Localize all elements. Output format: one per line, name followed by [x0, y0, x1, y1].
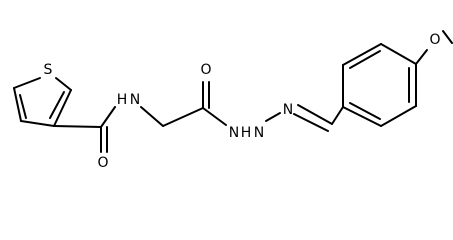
methoxy-group — [415, 30, 453, 65]
amide-group — [53, 106, 204, 153]
imine-double-nitrogen-label: N — [283, 102, 293, 118]
amide-hydrogen-label: H — [117, 92, 128, 108]
thiophene-ring — [13, 77, 72, 127]
bond — [349, 102, 381, 120]
bond — [349, 50, 381, 69]
hydrazide-hydrogen-label: H — [241, 125, 252, 141]
amide-oxygen-label: O — [97, 155, 108, 171]
bond — [53, 89, 72, 127]
bond — [293, 113, 329, 132]
bond — [55, 77, 72, 91]
bond — [19, 94, 27, 119]
ether-oxygen-label: O — [429, 32, 440, 48]
bond — [202, 107, 227, 126]
bond — [49, 91, 65, 119]
hydrazide-group — [202, 81, 281, 126]
imine-nitrogen-label: N — [254, 125, 264, 141]
bond — [265, 112, 281, 122]
hydrazide-oxygen-label: O — [200, 62, 211, 78]
bond — [162, 107, 204, 127]
bond — [342, 43, 382, 66]
bond — [380, 105, 417, 127]
bond — [20, 120, 55, 127]
bond — [53, 125, 102, 128]
bond — [415, 49, 428, 65]
imine-group — [293, 104, 344, 132]
bond — [13, 87, 22, 122]
bond — [297, 104, 333, 125]
chemical-structure: S O H N O N H N N O — [13, 30, 453, 171]
bond — [13, 77, 41, 89]
bond — [100, 106, 116, 128]
benzene-ring — [342, 43, 417, 127]
bond — [342, 106, 382, 127]
sulfur-label: S — [44, 62, 53, 78]
bond — [380, 43, 417, 65]
bond — [140, 106, 164, 127]
amide-nitrogen-label: N — [130, 92, 140, 108]
hydrazide-nitrogen-label: N — [229, 125, 239, 141]
bond — [442, 30, 453, 44]
bond — [331, 106, 344, 125]
